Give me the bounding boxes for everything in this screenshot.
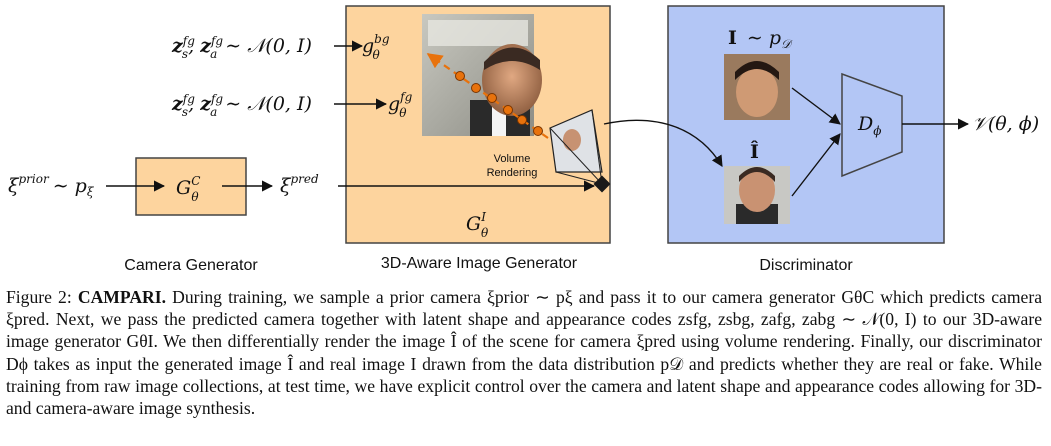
discriminator-block (841, 72, 903, 178)
camera-ray (426, 53, 549, 139)
real-label: I ∼ p𝒟 (728, 27, 793, 51)
fake-label: Î (750, 140, 759, 163)
discriminator-symbol: Dϕ (857, 113, 881, 138)
figure-caption: Figure 2: CAMPARI. During training, we s… (6, 286, 1042, 419)
caption-text: During training, we sample a prior camer… (6, 287, 1043, 419)
caption-figure-number: Figure 2: (6, 287, 72, 307)
generated-image (724, 166, 790, 224)
image-generator-label: 3D-Aware Image Generator (381, 255, 578, 272)
real-image (724, 54, 790, 120)
pred-label: ξpred (280, 172, 319, 197)
output-label: 𝒱(θ, ϕ) (972, 113, 1039, 135)
discriminator-label: Discriminator (759, 257, 853, 274)
volume-rendering-label-1: Volume (494, 153, 531, 165)
volume-rendering-label-2: Rendering (487, 167, 538, 179)
caption-title: CAMPARI. (77, 287, 166, 307)
camera-generator-label: Camera Generator (124, 257, 258, 274)
prior-label: ξprior∼ pξ (8, 172, 95, 199)
camera-frustum (549, 109, 611, 193)
